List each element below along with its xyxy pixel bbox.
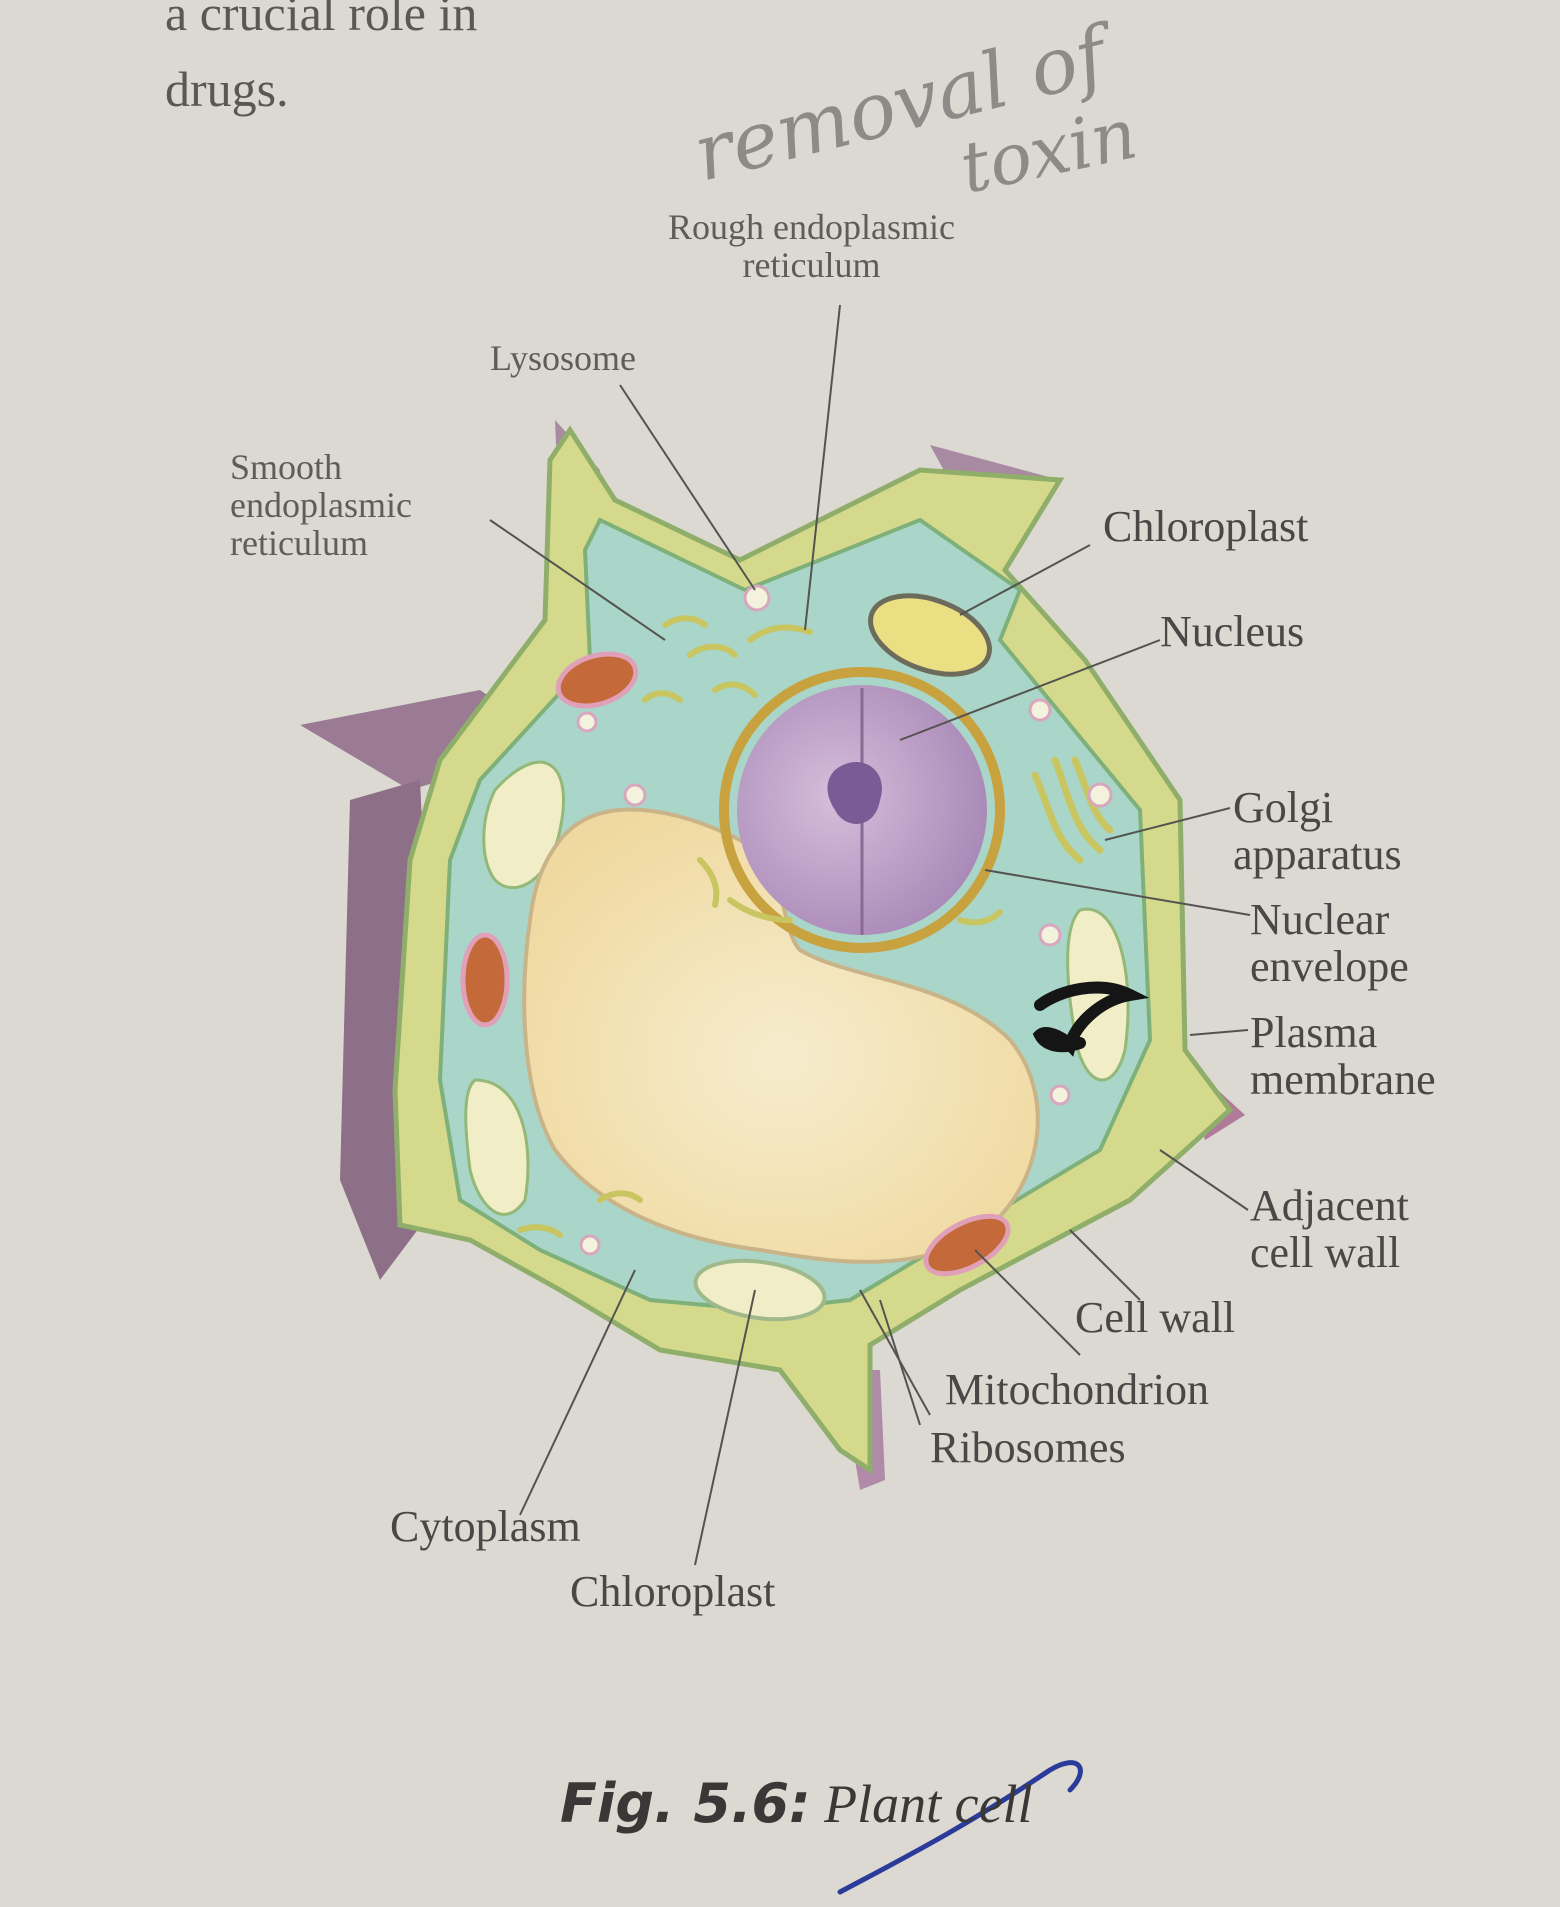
- nucleus: [719, 667, 1005, 953]
- label-golgi-apparatus: Golgi apparatus: [1233, 783, 1402, 879]
- label-chloroplast-top: Chloroplast: [1103, 502, 1309, 551]
- label-adjacent-cell-wall: Adjacent cell wall: [1250, 1181, 1409, 1277]
- label-plasma-membrane: Plasma membrane: [1250, 1008, 1436, 1104]
- label-chloroplast-bottom: Chloroplast: [570, 1567, 776, 1616]
- vesicles: [576, 584, 1113, 1256]
- tick-mark: [837, 1760, 1083, 1895]
- body-text-line-1: a crucial role in: [165, 0, 478, 41]
- figure-caption: Fig. 5.6: Plant cell: [560, 1772, 1033, 1835]
- small-vacuoles: [464, 760, 1130, 1216]
- leader-lines: [489, 304, 1251, 1566]
- figure-number: Fig. 5.6:: [560, 1772, 811, 1835]
- ink-scribble: [1032, 981, 1150, 1057]
- label-ribosomes: Ribosomes: [930, 1423, 1126, 1472]
- label-mitochondrion: Mitochondrion: [945, 1365, 1209, 1414]
- label-cytoplasm: Cytoplasm: [390, 1502, 581, 1551]
- label-lysosome: Lysosome: [490, 338, 637, 378]
- body-text-line-2: drugs.: [165, 61, 289, 117]
- label-rough-endoplasmic-reticulum: Rough endoplasmic reticulum: [668, 207, 955, 286]
- chloroplasts: [693, 593, 992, 1322]
- endoplasmic-reticulum: [517, 615, 1003, 1238]
- label-smooth-endoplasmic-reticulum: Smooth endoplasmic reticulum: [230, 447, 412, 564]
- figure-title: Plant cell: [824, 1774, 1033, 1834]
- label-nuclear-envelope: Nuclear envelope: [1250, 895, 1409, 991]
- label-cell-wall: Cell wall: [1075, 1293, 1236, 1342]
- mitochondria: [460, 651, 1011, 1277]
- label-nucleus: Nucleus: [1160, 607, 1305, 656]
